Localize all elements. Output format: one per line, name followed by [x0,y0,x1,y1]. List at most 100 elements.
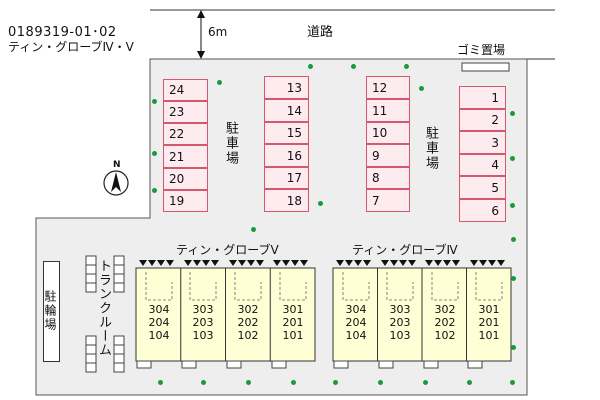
unit-number: 101 [478,329,500,342]
unit-number: 104 [345,329,367,342]
parking-slot: 16 [264,144,309,167]
tree-icon [510,203,515,208]
unit-column: 302 202 102 [226,303,270,342]
road-label: 道路 [307,25,334,40]
unit-number: 301 [478,303,500,316]
unit-number: 303 [192,303,214,316]
unit-column: 304 204 104 [137,303,181,342]
compass-needle [111,172,121,192]
garbage-area-box [461,62,510,72]
bike-parking-label: 駐輪場 [43,290,57,332]
parking-slot: 14 [264,99,309,122]
unit-number: 203 [389,316,411,329]
tree-icon [511,237,516,242]
unit-column: 303 203 103 [181,303,225,342]
tree-icon [510,380,515,385]
unit-number: 203 [192,316,214,329]
parking-slot: 10 [366,122,410,144]
tree-icon [510,156,515,161]
trunk-room-boxes [85,255,125,373]
parking-slot: 8 [366,167,410,189]
tree-icon [467,380,472,385]
unit-number: 202 [434,316,456,329]
parking-label-left: 駐車場 [223,121,238,166]
unit-number: 303 [389,303,411,316]
tree-icon [246,380,251,385]
parking-slot: 17 [264,167,309,189]
unit-number: 103 [192,329,214,342]
unit-number: 302 [434,303,456,316]
parking-slot: 19 [163,190,208,212]
unit-number: 103 [389,329,411,342]
tree-icon [152,151,157,156]
parking-slot: 7 [366,189,410,212]
bike-parking-box [43,261,60,362]
tree-icon [419,86,424,91]
tree-icon [318,201,323,206]
parking-slot: 6 [459,199,506,222]
unit-number: 301 [282,303,304,316]
unit-number: 204 [148,316,170,329]
tree-icon [152,188,157,193]
parking-slot: 9 [366,144,410,167]
parking-slot: 2 [459,109,506,131]
tree-icon [152,99,157,104]
unit-number: 204 [345,316,367,329]
unit-number: 104 [148,329,170,342]
compass-north-label: N [113,160,121,170]
unit-column: 301 201 101 [467,303,511,342]
unit-number: 304 [345,303,367,316]
garbage-label: ゴミ置場 [457,43,506,57]
tree-icon [201,380,206,385]
tree-icon [308,64,313,69]
parking-slot: 4 [459,154,506,176]
parking-slot: 22 [163,123,208,145]
unit-number: 304 [148,303,170,316]
parking-label-right: 駐車場 [423,126,438,171]
parking-slot: 20 [163,168,208,190]
tree-icon [158,380,163,385]
parking-slot: 24 [163,79,208,101]
unit-number: 101 [282,329,304,342]
entrance-markers [139,260,505,266]
parking-slot: 5 [459,176,506,199]
tree-icon [404,64,409,69]
parking-slot: 3 [459,131,506,154]
parking-slot: 13 [264,76,309,99]
unit-column: 302 202 102 [423,303,467,342]
tree-icon [511,345,516,350]
building-v-name: ティン・グローブⅤ [176,243,279,257]
parking-slot: 18 [264,189,309,212]
unit-number: 302 [237,303,259,316]
unit-number: 201 [282,316,304,329]
parking-slot: 11 [366,99,410,122]
unit-number: 201 [478,316,500,329]
unit-number: 102 [237,329,259,342]
unit-meter-boxes [136,360,483,369]
tree-icon [423,380,428,385]
trunk-room-label: トランクルーム [96,259,111,357]
building-iv-name: ティン・グローブⅣ [352,243,458,257]
tree-icon [217,80,222,85]
property-code: 0189319-01･02 [8,25,117,40]
unit-number: 202 [237,316,259,329]
tree-icon [510,111,515,116]
tree-icon [378,380,383,385]
tree-icon [511,276,516,281]
parking-slot: 1 [459,86,506,109]
tree-icon [333,380,338,385]
tree-icon [351,64,356,69]
unit-number: 102 [434,329,456,342]
tree-icon [251,227,256,232]
tree-icon [291,380,296,385]
unit-interior-lines [145,272,503,301]
unit-column: 304 204 104 [334,303,378,342]
parking-slot: 23 [163,101,208,123]
dimension-arrow-down [197,51,205,59]
road-width-label: 6m [208,25,228,39]
unit-column: 301 201 101 [271,303,315,342]
parking-slot: 15 [264,122,309,144]
dimension-arrow-up [197,10,205,18]
parking-slot: 12 [366,76,410,99]
unit-column: 303 203 103 [378,303,422,342]
